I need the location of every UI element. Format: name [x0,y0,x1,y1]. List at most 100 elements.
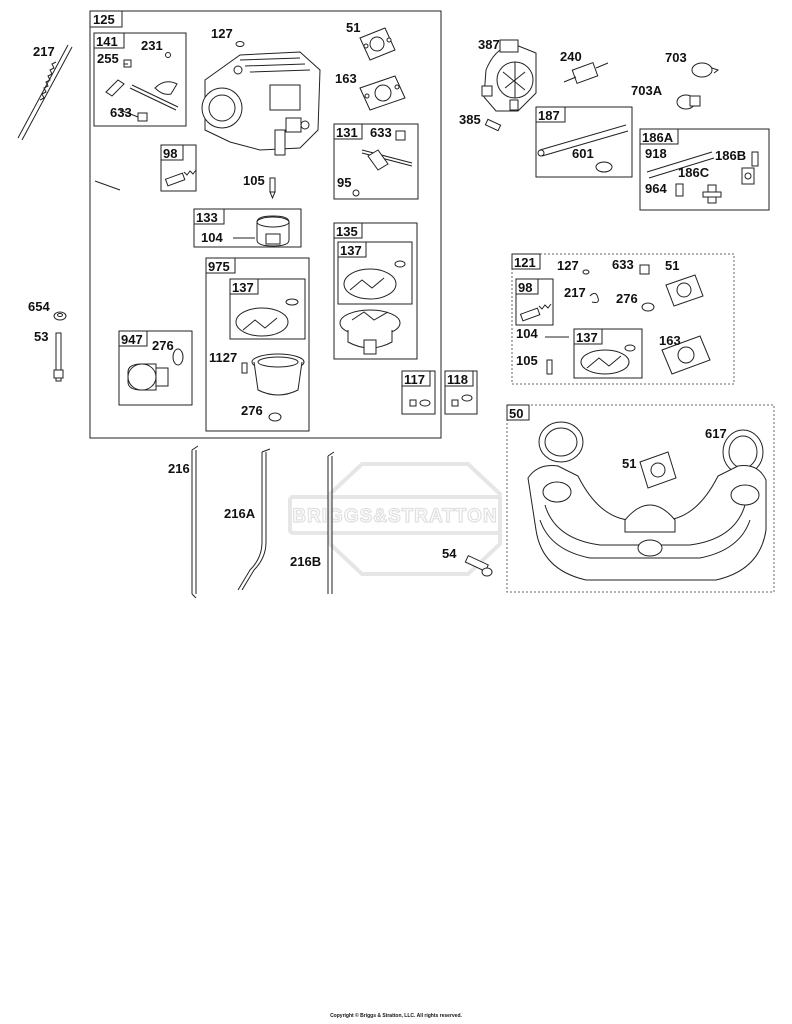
watermark-text: BRIGGS&STRATTON [292,506,497,527]
group-label-137-b: 137 [232,280,254,295]
group-label-187: 187 [538,108,560,123]
fuel-line-part [537,124,629,157]
fitting-117-part [409,399,431,407]
label-95: 95 [337,175,351,190]
label-216: 216 [168,461,190,476]
group-label-141: 141 [96,34,118,49]
throttle-shaft-parts [352,130,413,197]
label-240: 240 [560,49,582,64]
repair-kit-parts [545,264,711,375]
fuel-filter-part [563,62,609,84]
manifold-screw-part [464,554,493,577]
fuel-bowl-part [251,353,305,396]
label-51-a: 51 [346,20,360,35]
label-276-b: 276 [241,403,263,418]
group-box-50 [506,404,775,593]
governor-link-216-part [191,445,199,599]
label-387: 387 [478,37,500,52]
bowl-gasket-part-a [343,260,406,300]
label-104-b: 104 [516,326,538,341]
group-label-98-right: 98 [518,280,532,295]
spring-rod-part [17,44,73,141]
screw-spring-part-right [519,303,552,322]
bowl-screw-part [241,362,248,374]
group-label-117: 117 [404,372,425,387]
gasket-163-part [359,75,406,111]
group-label-186A: 186A [642,130,674,145]
label-104-a: 104 [201,230,223,245]
label-601: 601 [572,146,594,161]
group-label-975: 975 [208,259,230,274]
group-box-186A [639,128,770,211]
label-1127: 1127 [209,350,237,365]
label-186B: 186B [715,148,746,163]
group-box-133 [193,208,302,248]
group-label-98-left: 98 [163,146,177,161]
group-box-137-in-975 [229,278,306,340]
label-127-b: 127 [557,258,579,273]
manifold-gasket-part [639,451,677,489]
carburetor-body-part [201,51,321,156]
group-box-947 [118,330,193,406]
label-918: 918 [645,146,667,161]
group-label-137-a: 137 [340,243,362,258]
group-label-137-c: 137 [576,330,598,345]
filter-screen-part [675,183,684,197]
group-box-187 [535,106,633,178]
group-label-121: 121 [514,255,536,270]
fuel-hose-part [646,151,715,179]
label-385: 385 [459,112,481,127]
shutoff-valve-part [741,151,759,185]
intake-gasket-left-part [538,421,584,463]
nut-part [53,311,67,321]
gasket-part [359,27,396,61]
brand-watermark: BRIGGS&STRATTON [288,462,502,576]
label-703: 703 [665,50,687,65]
hose-clamp-703A-part [676,94,701,110]
needle-valve-part [269,177,276,200]
fuel-line-clamp-part [595,161,613,173]
group-box-125 [89,10,442,439]
group-box-975 [205,257,310,432]
label-51-b: 51 [665,258,679,273]
label-217-left: 217 [33,44,55,59]
label-231: 231 [141,38,163,53]
label-276-c: 276 [616,291,638,306]
label-53: 53 [34,329,48,344]
label-654: 654 [28,299,50,314]
fuel-solenoid-part [127,348,184,391]
pump-screw-part [484,118,502,132]
bowl-ring-part [268,412,282,422]
group-label-50: 50 [509,406,523,421]
fitting-118-part [451,394,473,407]
fuel-pump-part [481,39,537,112]
label-216B: 216B [290,554,321,569]
label-703A: 703A [631,83,663,98]
screw-spring-part [164,169,197,187]
label-216A: 216A [224,506,256,521]
group-box-141 [93,32,187,127]
label-633-a: 633 [110,105,132,120]
hose-barb-part [702,184,722,204]
group-box-135 [333,222,418,360]
label-163-b: 163 [659,333,681,348]
float-part [233,215,290,247]
label-617: 617 [705,426,727,441]
group-box-131 [333,123,419,200]
label-51-c: 51 [622,456,636,471]
label-105-a: 105 [243,173,265,188]
group-label-135: 135 [336,224,358,239]
bowl-gasket-part-b [235,298,299,337]
group-label-131: 131 [336,125,358,140]
group-label-125: 125 [93,12,115,27]
o-ring-part [235,41,245,47]
label-217-right: 217 [564,285,586,300]
group-box-137-in-121 [573,328,643,379]
group-label-947: 947 [121,332,143,347]
group-box-137-in-135 [337,241,413,305]
carburetor-bowl-part [339,309,401,355]
hose-clamp-part [691,62,720,78]
intake-gasket-right-part [722,429,764,475]
label-54: 54 [442,546,457,561]
